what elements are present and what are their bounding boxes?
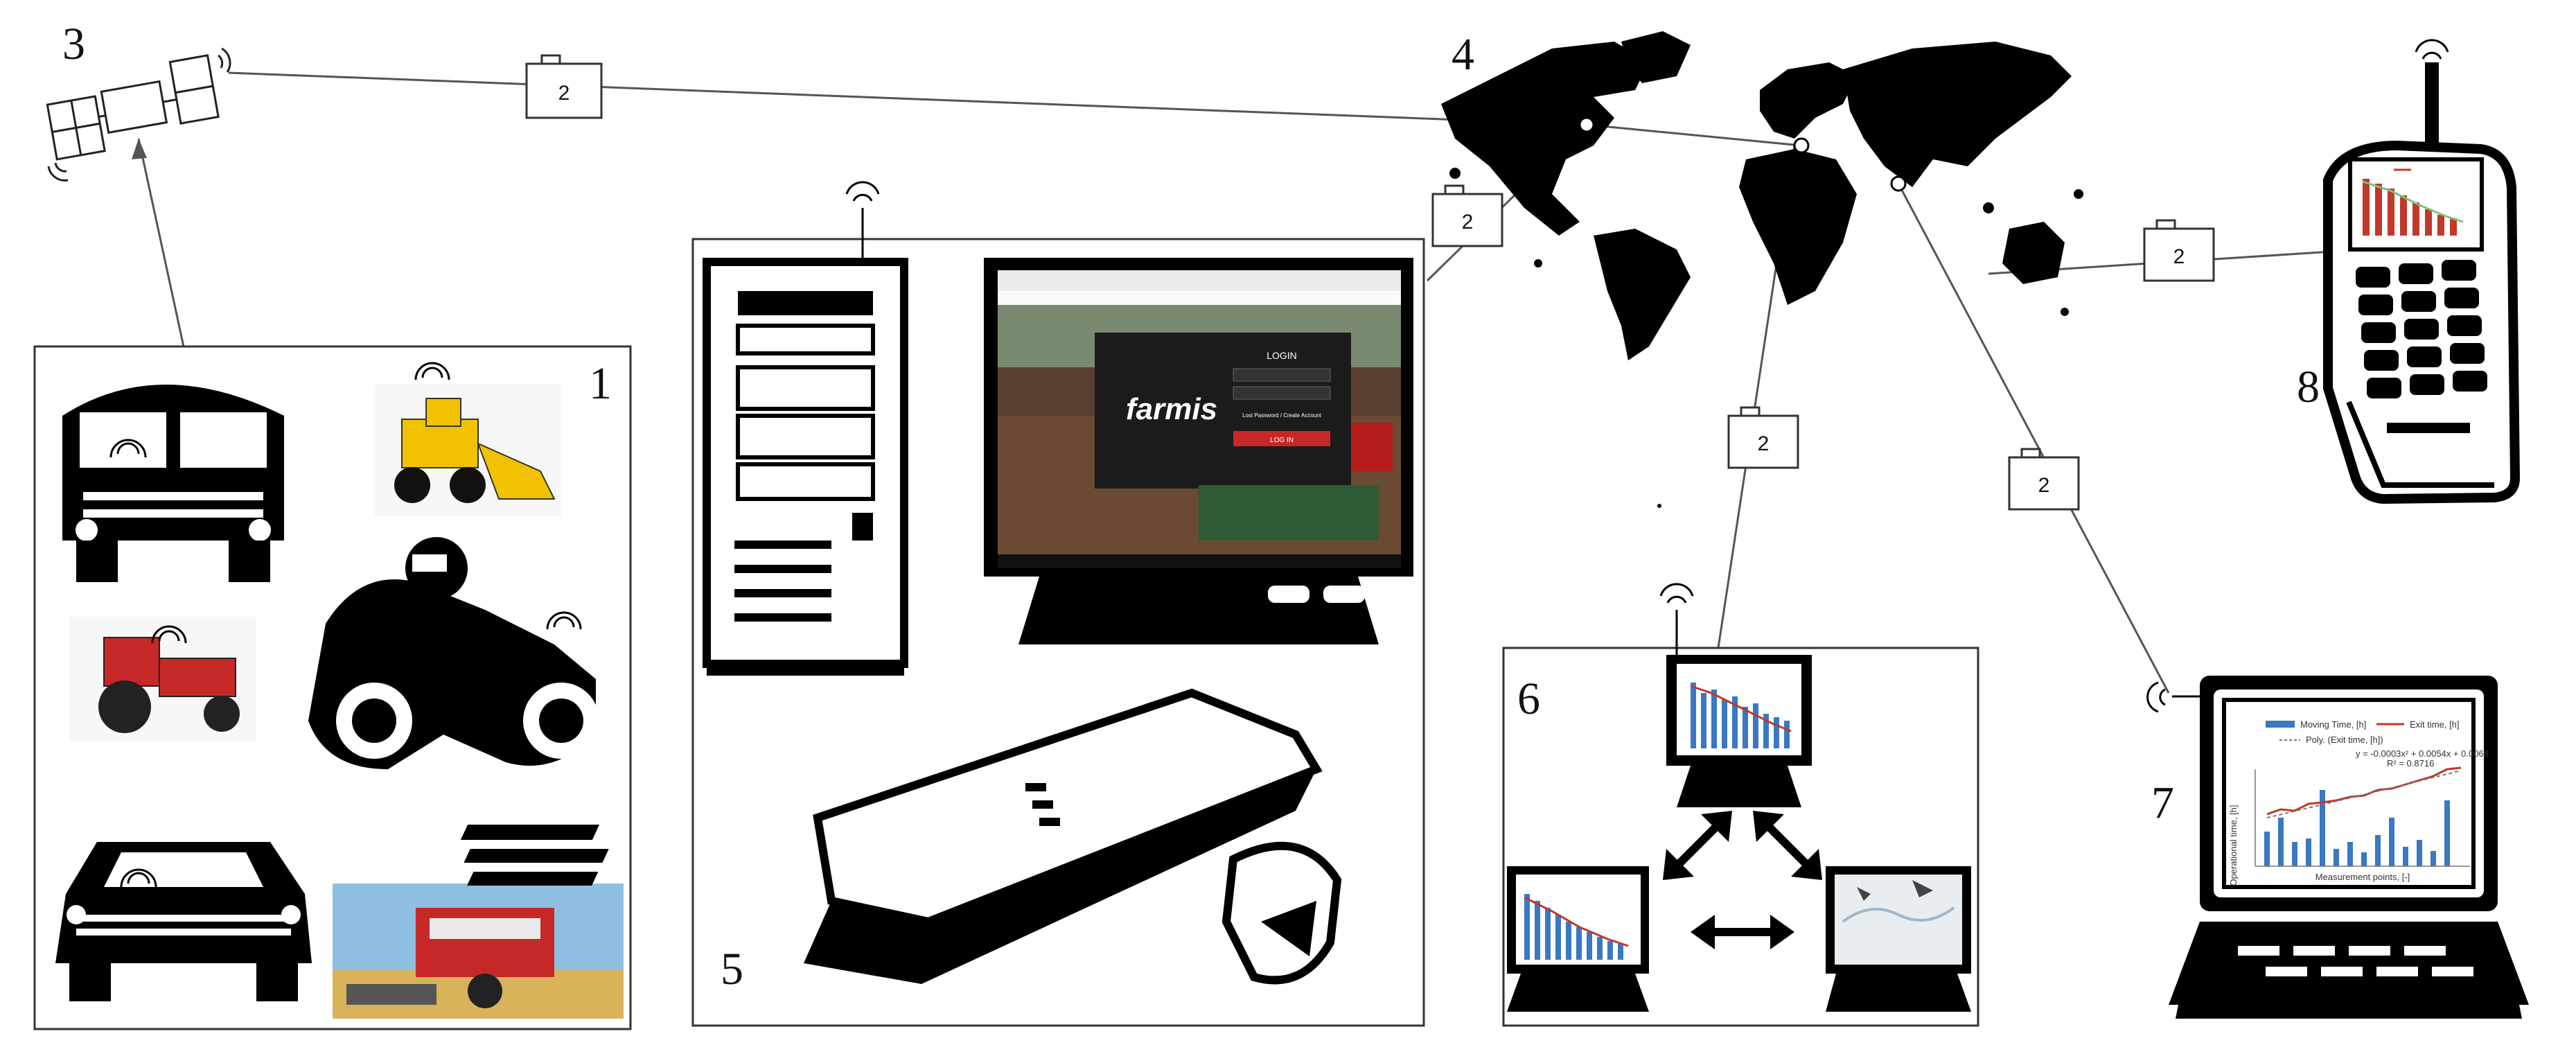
login-button: LOG IN bbox=[1270, 437, 1294, 444]
legend-exit: Exit time, [h] bbox=[2410, 719, 2460, 730]
dispatch-monitor-right bbox=[1826, 866, 1971, 1012]
motorbike-icon bbox=[308, 537, 599, 769]
mouse-icon bbox=[1221, 841, 1342, 985]
link-tag: 2 bbox=[1727, 406, 1799, 469]
dispatch-monitor-left bbox=[1507, 866, 1649, 1012]
antenna-icon bbox=[845, 181, 880, 262]
label-workstation: 5 bbox=[721, 944, 743, 994]
link-tag-label: 2 bbox=[2038, 474, 2050, 497]
mobile-phone-icon bbox=[2323, 62, 2521, 504]
combine-harvester-image bbox=[333, 884, 624, 1019]
car-icon bbox=[55, 842, 312, 1001]
farmis-login-screen: farmis LOGIN Lost Password / Create Acco… bbox=[998, 270, 1401, 568]
world-map-icon bbox=[1441, 31, 2083, 508]
link-tag: 2 bbox=[2008, 448, 2080, 511]
antenna-icon bbox=[2146, 681, 2200, 713]
link-tag-label: 2 bbox=[558, 82, 570, 105]
loader-image bbox=[374, 362, 561, 516]
map-nodes bbox=[1578, 116, 1907, 192]
chart-ylabel: Operational time, [h] bbox=[2228, 805, 2239, 886]
login-title: LOGIN bbox=[1267, 350, 1297, 361]
label-mobile: 8 bbox=[2297, 362, 2320, 412]
link-tag: 2 bbox=[2143, 219, 2215, 282]
arrow-head bbox=[132, 139, 147, 159]
tractor-image bbox=[69, 617, 256, 741]
antenna-icon bbox=[1659, 583, 1694, 658]
link-tag: 2 bbox=[1431, 184, 1503, 247]
label-dispatch: 6 bbox=[1517, 674, 1540, 724]
bus-icon bbox=[62, 385, 284, 582]
chart-xlabel: Measurement points, [-] bbox=[2315, 872, 2410, 882]
link-tag-label: 2 bbox=[2173, 245, 2185, 268]
arrow-heads bbox=[1663, 811, 1822, 949]
pc-tower-icon bbox=[703, 258, 908, 676]
keyboard-icon bbox=[460, 688, 1323, 984]
laptop-keyboard bbox=[2238, 946, 2473, 976]
trend-equation: y = -0.0003x² + 0.0054x + 0.0068 bbox=[2356, 748, 2489, 759]
satellite-icon bbox=[46, 47, 231, 182]
legend-moving: Moving Time, [h] bbox=[2300, 719, 2366, 730]
label-world: 4 bbox=[1452, 29, 1474, 80]
legend-poly: Poly. (Exit time, [h]) bbox=[2306, 735, 2383, 745]
trend-r-squared: R² = 0.8716 bbox=[2387, 758, 2434, 768]
link-tag-label: 2 bbox=[1758, 432, 1770, 455]
link-tag-label: 2 bbox=[1462, 211, 1474, 234]
link-tag: 2 bbox=[525, 54, 603, 119]
farmis-brand: farmis bbox=[1126, 392, 1217, 426]
dispatch-monitor-top bbox=[1666, 655, 1812, 807]
label-laptop: 7 bbox=[2151, 778, 2174, 828]
login-link: Lost Password / Create Account bbox=[1242, 412, 1322, 419]
laptop-chart: Moving Time, [h] Exit time, [h] Poly. (E… bbox=[2228, 719, 2489, 886]
antenna-icon bbox=[2415, 39, 2449, 60]
label-vehicles: 1 bbox=[589, 358, 612, 409]
label-satellite: 3 bbox=[62, 19, 85, 69]
